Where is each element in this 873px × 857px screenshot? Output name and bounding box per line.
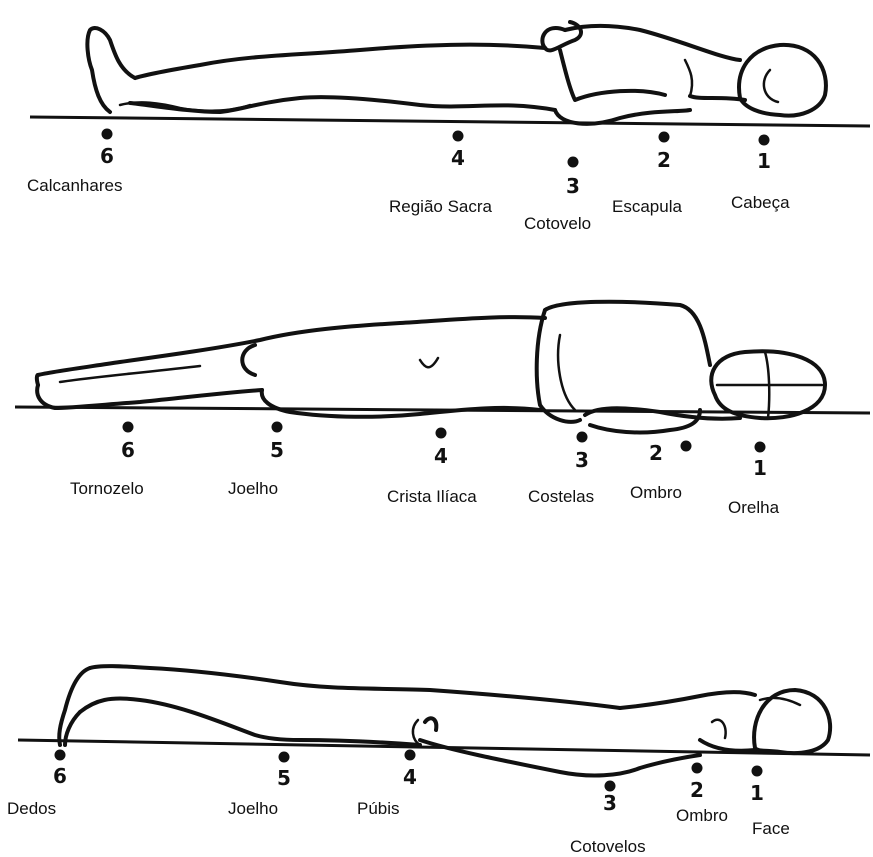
lateral-point-number: 6 xyxy=(121,438,135,462)
supine-point-label: Calcanhares xyxy=(27,176,122,195)
lateral-point-dot xyxy=(272,422,283,433)
prone-figure xyxy=(59,666,830,775)
prone-points: 6 Dedos 5 Joelho 4 Púbis 3 Cotovelos 2 O… xyxy=(7,750,790,857)
supine-point-number: 3 xyxy=(566,174,580,198)
lateral-point-label: Crista Ilíaca xyxy=(387,487,477,506)
prone-point-dot xyxy=(752,766,763,777)
lateral-point-number: 1 xyxy=(753,456,767,480)
supine-point-dot xyxy=(453,131,464,142)
supine-figure xyxy=(87,22,826,124)
prone-point-number: 1 xyxy=(750,781,764,805)
supine-point-dot xyxy=(102,129,113,140)
lateral-point-label: Ombro xyxy=(630,483,682,502)
prone-point-number: 6 xyxy=(53,764,67,788)
lateral-points: 6 Tornozelo 5 Joelho 4 Crista Ilíaca 3 C… xyxy=(70,422,780,518)
prone-point-dot xyxy=(279,752,290,763)
prone-panel: 6 Dedos 5 Joelho 4 Púbis 3 Cotovelos 2 O… xyxy=(7,666,870,856)
prone-point-number: 2 xyxy=(690,778,704,802)
prone-point-label: Face xyxy=(752,819,790,838)
lateral-point-dot xyxy=(577,432,588,443)
supine-panel: 6 Calcanhares 4 Região Sacra 3 Cotovelo … xyxy=(27,22,870,233)
lateral-point-label: Costelas xyxy=(528,487,594,506)
supine-point-label: Região Sacra xyxy=(389,197,493,216)
prone-point-label: Púbis xyxy=(357,799,400,818)
lateral-point-label: Joelho xyxy=(228,479,278,498)
supine-floor-line xyxy=(30,117,870,126)
prone-point-label: Dedos xyxy=(7,799,56,818)
supine-point-dot xyxy=(568,157,579,168)
supine-point-label: Cotovelo xyxy=(524,214,591,233)
supine-point-number: 1 xyxy=(757,149,771,173)
lateral-point-dot xyxy=(755,442,766,453)
lateral-point-number: 2 xyxy=(649,441,663,465)
supine-points: 6 Calcanhares 4 Região Sacra 3 Cotovelo … xyxy=(27,129,790,234)
lateral-panel: 6 Tornozelo 5 Joelho 4 Crista Ilíaca 3 C… xyxy=(15,302,870,517)
prone-point-dot xyxy=(55,750,66,761)
supine-point-number: 4 xyxy=(451,146,465,170)
prone-point-number: 5 xyxy=(277,766,291,790)
supine-point-dot xyxy=(659,132,670,143)
lateral-point-number: 5 xyxy=(270,438,284,462)
supine-point-dot xyxy=(759,135,770,146)
lateral-point-dot xyxy=(436,428,447,439)
lateral-point-number: 3 xyxy=(575,448,589,472)
lateral-point-label: Orelha xyxy=(728,498,780,517)
supine-point-label: Escapula xyxy=(612,197,682,216)
prone-point-label: Cotovelos xyxy=(570,837,646,856)
prone-point-label: Ombro xyxy=(676,806,728,825)
prone-point-dot xyxy=(405,750,416,761)
prone-point-dot xyxy=(692,763,703,774)
supine-point-number: 2 xyxy=(657,148,671,172)
lateral-point-dot xyxy=(123,422,134,433)
prone-point-dot xyxy=(605,781,616,792)
prone-point-number: 4 xyxy=(403,765,417,789)
supine-point-label: Cabeça xyxy=(731,193,790,212)
supine-point-number: 6 xyxy=(100,144,114,168)
prone-point-label: Joelho xyxy=(228,799,278,818)
lateral-point-dot xyxy=(681,441,692,452)
lateral-point-label: Tornozelo xyxy=(70,479,144,498)
lateral-point-number: 4 xyxy=(434,444,448,468)
prone-point-number: 3 xyxy=(603,791,617,815)
